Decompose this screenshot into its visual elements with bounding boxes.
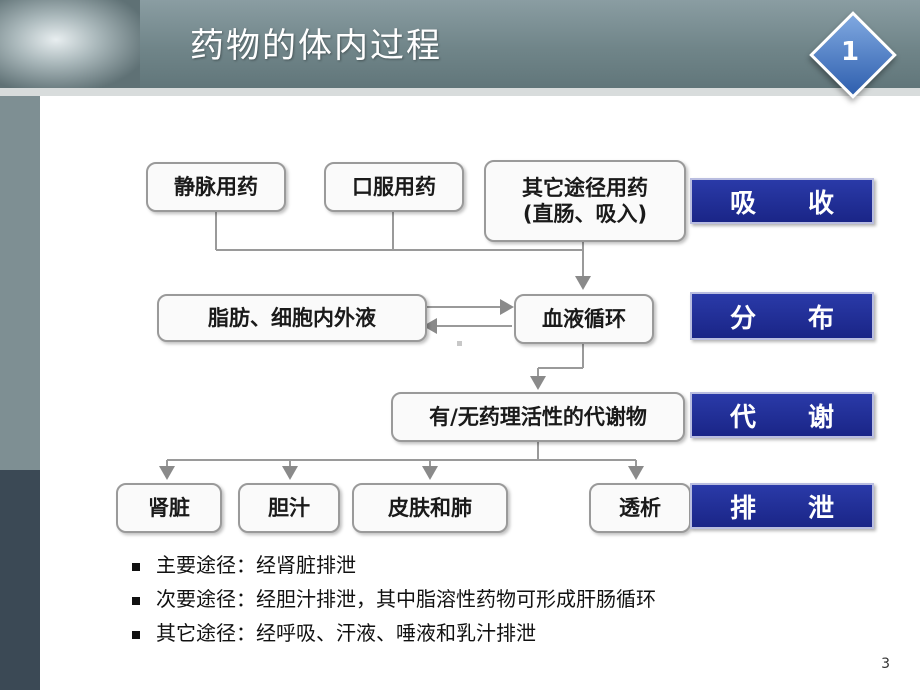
stage-distribution-b: 布: [807, 303, 834, 334]
bullet-square-icon: [132, 630, 140, 639]
stage-distribution-a: 分: [730, 303, 757, 334]
stage-excretion: 排 泄: [690, 483, 874, 529]
tissue-fluid-box: 脂肪、细胞内外液: [157, 294, 427, 342]
route-other-box: 其它途径用药 (直肠、吸入): [484, 160, 686, 242]
stage-absorption-a: 吸: [730, 188, 757, 219]
header-photo: [0, 0, 140, 88]
stage-metabolism-b: 谢: [807, 402, 834, 433]
page-number: 3: [881, 656, 890, 672]
bullet-text: 其它途径：经呼吸、汗液、唾液和乳汁排泄: [156, 621, 536, 645]
stage-metabolism-a: 代: [730, 402, 757, 433]
slide-title: 药物的体内过程: [190, 26, 442, 66]
left-decor-bar-dark: [0, 470, 40, 690]
badge-number: 1: [840, 37, 860, 67]
blood-circulation-box: 血液循环: [514, 294, 654, 344]
bullet-item: 主要途径：经肾脏排泄: [132, 548, 656, 582]
bullet-text: 主要途径：经肾脏排泄: [156, 553, 356, 577]
bullet-square-icon: [132, 562, 140, 571]
bullet-text: 次要途径：经胆汁排泄，其中脂溶性药物可形成肝肠循环: [156, 587, 656, 611]
bullet-item: 次要途径：经胆汁排泄，其中脂溶性药物可形成肝肠循环: [132, 582, 656, 616]
stage-absorption-b: 收: [807, 188, 834, 219]
excretion-kidney-box: 肾脏: [116, 483, 222, 533]
header-underline: [0, 88, 920, 96]
bullet-list: 主要途径：经肾脏排泄 次要途径：经胆汁排泄，其中脂溶性药物可形成肝肠循环 其它途…: [132, 548, 656, 650]
excretion-dialysis-box: 透析: [589, 483, 691, 533]
excretion-bile-box: 胆汁: [238, 483, 340, 533]
stage-excretion-a: 排: [730, 493, 757, 524]
stage-distribution: 分 布: [690, 292, 874, 340]
stage-absorption: 吸 收: [690, 178, 874, 224]
route-oral-box: 口服用药: [324, 162, 464, 212]
excretion-skin-lung-box: 皮肤和肺: [352, 483, 508, 533]
route-other-line2: (直肠、吸入): [522, 202, 648, 226]
bullet-square-icon: [132, 596, 140, 605]
stage-metabolism: 代 谢: [690, 392, 874, 438]
slide-badge: 1: [808, 10, 897, 99]
route-other-line1: 其它途径用药: [522, 175, 648, 200]
metabolite-box: 有/无药理活性的代谢物: [391, 392, 685, 442]
route-iv-box: 静脉用药: [146, 162, 286, 212]
stage-excretion-b: 泄: [807, 493, 834, 524]
bullet-item: 其它途径：经呼吸、汗液、唾液和乳汁排泄: [132, 616, 656, 650]
header-bar: [0, 0, 920, 88]
